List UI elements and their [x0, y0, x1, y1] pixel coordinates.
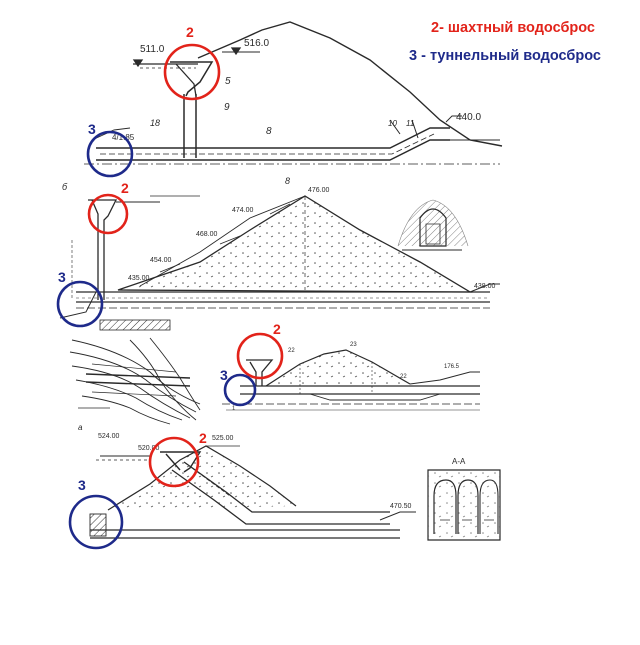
drawing-d-inclined-chute	[171, 461, 390, 525]
drawing-b-label: 8	[285, 176, 290, 186]
legend-shaft-spillway: 2- шахтный водосброс	[431, 20, 595, 36]
drawing-b-labels: 8 476.00 474.00 468.00 454.00 435.00 438…	[62, 176, 496, 290]
drawing-b-shaft	[88, 199, 118, 300]
drawing-a-section	[84, 21, 503, 165]
drawing-a-label: 5	[225, 76, 231, 87]
drawing-b-elevation: 438.00	[474, 283, 496, 290]
tunnel-spillway-markers	[56, 130, 257, 550]
drawing-a-label: 10	[388, 119, 397, 128]
drawing-a-label: 11	[406, 119, 414, 128]
shaft-marker-number: 2	[273, 321, 281, 337]
drawing-b-elevation: 474.00	[232, 207, 254, 214]
drawing-c-dam-crest	[265, 349, 411, 387]
drawing-c-label: 1	[232, 406, 236, 412]
drawing-b-section-label: б	[62, 182, 68, 192]
drawing-b-foundation	[76, 291, 490, 303]
drawing-b-elevation: 435.00	[128, 275, 150, 282]
shaft-marker-number: 2	[121, 180, 129, 196]
drawing-b-elevation: 468.00	[196, 231, 218, 238]
drawing-d-labels: 524.00 520.00 525.00 470.50 А-А а	[78, 423, 466, 510]
drawing-d-section-label: А-А	[452, 457, 466, 466]
tunnel-marker-circle	[223, 373, 257, 407]
drawing-d-elev-right: 470.50	[390, 503, 412, 510]
drawing-d-elev-mid: 520.00	[138, 445, 160, 452]
tunnel-marker-number: 3	[58, 269, 66, 285]
tunnel-spillway-numbers: 3 3 3 3	[58, 121, 228, 493]
drawing-d-elev-left: 524.00	[98, 433, 120, 440]
drawing-c-label: 23	[350, 342, 357, 348]
drawing-b-elevation: 476.00	[308, 187, 330, 194]
drawing-a-label: 18	[150, 118, 160, 128]
drawing-c-labels: 22 23 22 1 176.5	[232, 342, 460, 412]
drawing-d-side-label: а	[78, 423, 83, 432]
shaft-marker-circle	[163, 43, 221, 101]
drawing-c-section	[222, 349, 480, 411]
tunnel-marker-number: 3	[78, 477, 86, 493]
shaft-spillway-numbers: 2 2 2 2	[121, 24, 281, 446]
drawing-c-elev: 176.5	[444, 364, 460, 370]
drawing-a-elev-top: 516.0	[244, 38, 269, 49]
tunnel-marker-circle	[68, 494, 124, 550]
drawing-a-elev-right: 440.0	[456, 112, 481, 123]
drawing-b-dam-body	[117, 195, 473, 293]
drawing-a-shaft-funnel	[170, 61, 214, 97]
drawing-b-section	[59, 195, 500, 331]
drawing-a-terrain	[197, 21, 503, 147]
drawing-c-label: 22	[288, 348, 295, 354]
drawing-a-tunnel	[96, 127, 450, 161]
tunnel-marker-circle	[56, 280, 104, 328]
drawing-c-plan	[69, 337, 201, 425]
shaft-marker-circle	[236, 332, 284, 380]
tunnel-marker-circle	[86, 130, 134, 178]
shaft-marker-number: 2	[186, 24, 194, 40]
drawing-c-plan-channel	[85, 373, 191, 387]
drawing-d-section	[89, 445, 501, 541]
drawing-a-elev-left: 511.0	[140, 44, 165, 55]
shaft-spillway-markers	[87, 43, 284, 488]
drawing-a-label: 8	[266, 126, 272, 137]
drawing-c-label: 22	[400, 374, 407, 380]
tunnel-marker-number: 3	[220, 367, 228, 383]
tunnel-marker-number: 3	[88, 121, 96, 137]
drawing-d-elev-top: 525.00	[212, 435, 234, 442]
legend-tunnel-spillway: 3 - туннельный водосброс	[409, 48, 601, 64]
shaft-marker-circle	[87, 193, 129, 235]
drawing-a-label: 9	[224, 102, 230, 113]
drawing-b-elevation: 454.00	[150, 257, 172, 264]
shaft-marker-number: 2	[199, 430, 207, 446]
shaft-marker-circle	[148, 436, 200, 488]
